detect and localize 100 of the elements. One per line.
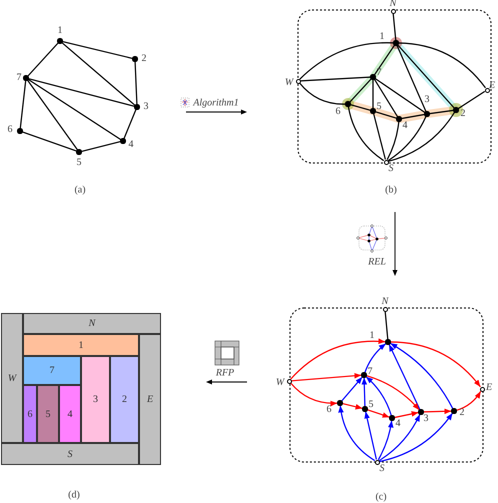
vertex-label: 6 (8, 125, 12, 135)
room: 5 (37, 385, 59, 443)
edge-line (384, 312, 388, 340)
panel-caption: (d) (68, 490, 80, 500)
edge-line (396, 45, 427, 112)
vertex-label: E (486, 383, 492, 393)
vertex-label: 7 (16, 73, 22, 83)
vertex-label: 5 (368, 400, 374, 410)
edge-line (62, 42, 136, 106)
arrow (367, 409, 390, 418)
vertex-label: 1 (380, 32, 384, 42)
room: 2 (110, 356, 139, 443)
arrow (379, 412, 453, 462)
vertex-label: 6 (336, 107, 340, 117)
room: 7 (23, 356, 81, 385)
edge-line (348, 106, 384, 162)
boundary-room: E (139, 334, 161, 465)
edge-line (123, 109, 137, 139)
edge-line (27, 42, 59, 76)
vertex-label: 7 (368, 367, 372, 377)
arrow (424, 408, 452, 414)
arrow (390, 341, 481, 388)
arrow (366, 376, 392, 416)
vertex-label: 1 (370, 331, 374, 341)
room: 4 (59, 385, 81, 443)
edge-line (458, 90, 486, 110)
edge-line (22, 131, 77, 152)
vertex-label: W (276, 378, 284, 388)
arrow (338, 406, 376, 462)
edge-line (134, 62, 138, 104)
edge-line (81, 141, 121, 152)
vertex-label: 5 (376, 102, 382, 112)
boundary-room: S (1, 443, 139, 465)
vertex-label: 2 (460, 109, 466, 119)
arrow (388, 344, 420, 410)
panel-caption: (b) (385, 184, 397, 196)
edge-line (392, 14, 396, 40)
edge-line (62, 41, 133, 59)
vertex-label: 1 (58, 26, 62, 36)
edge-line (398, 42, 486, 88)
vertex-label: 3 (424, 95, 430, 105)
boundary-room: N (23, 313, 161, 334)
edge-line (374, 78, 398, 118)
panel-caption: (a) (74, 184, 86, 196)
vertex-label: 4 (396, 419, 400, 429)
edge-line (430, 110, 454, 114)
arrow (362, 378, 368, 406)
boundary-room: W (1, 313, 23, 443)
vertex-label: 4 (128, 140, 134, 150)
arrow (364, 411, 377, 460)
arrow (292, 372, 362, 382)
transform-label: RFP (216, 368, 234, 378)
vertex-label: E (488, 81, 496, 91)
arrow (342, 403, 363, 410)
vertex-label: 6 (326, 405, 332, 415)
edge-line (28, 78, 122, 140)
vertex-label: 2 (460, 408, 464, 418)
edge-line (27, 80, 78, 150)
arrow (378, 414, 420, 462)
edge-line (373, 113, 386, 160)
arrow (366, 375, 420, 410)
edge-line (388, 116, 427, 162)
vertex-label: 7 (376, 68, 382, 78)
edge-line (350, 104, 371, 111)
vertex-label: 3 (144, 102, 148, 112)
edge-line (300, 76, 370, 82)
edge-line (299, 42, 394, 80)
vertex-label: 3 (424, 414, 428, 424)
arrow (394, 411, 419, 418)
edge-line (299, 82, 346, 105)
arrow (364, 343, 386, 373)
arrow (378, 420, 394, 460)
edge-line (388, 112, 456, 162)
edge-line (372, 80, 374, 108)
edge-line (349, 78, 372, 102)
arrow (290, 382, 338, 406)
arrow (290, 338, 386, 380)
transform-label: Algorithm1 (193, 98, 239, 108)
vertex-label: W (284, 78, 294, 88)
transform-label: REL (368, 256, 386, 268)
vertex-label: S (388, 164, 394, 174)
vertex-label: 4 (402, 121, 408, 131)
room: 3 (81, 356, 110, 443)
room: 1 (23, 334, 139, 356)
edge-line (402, 114, 424, 120)
edge-line (386, 122, 400, 160)
edge-line (28, 78, 135, 107)
vertex-label: 2 (142, 54, 146, 64)
vertex-label: S (380, 464, 384, 474)
edge-line (20, 80, 26, 128)
arrow (341, 376, 363, 402)
room: 6 (23, 385, 37, 443)
edge-line (375, 111, 397, 119)
vertex-label: N (382, 297, 388, 307)
edge-line (374, 78, 426, 113)
arrow (456, 390, 482, 411)
arrow (390, 342, 454, 409)
vertex-label: 5 (76, 158, 82, 168)
panel-caption: (c) (375, 492, 387, 502)
edge-line (374, 44, 395, 76)
